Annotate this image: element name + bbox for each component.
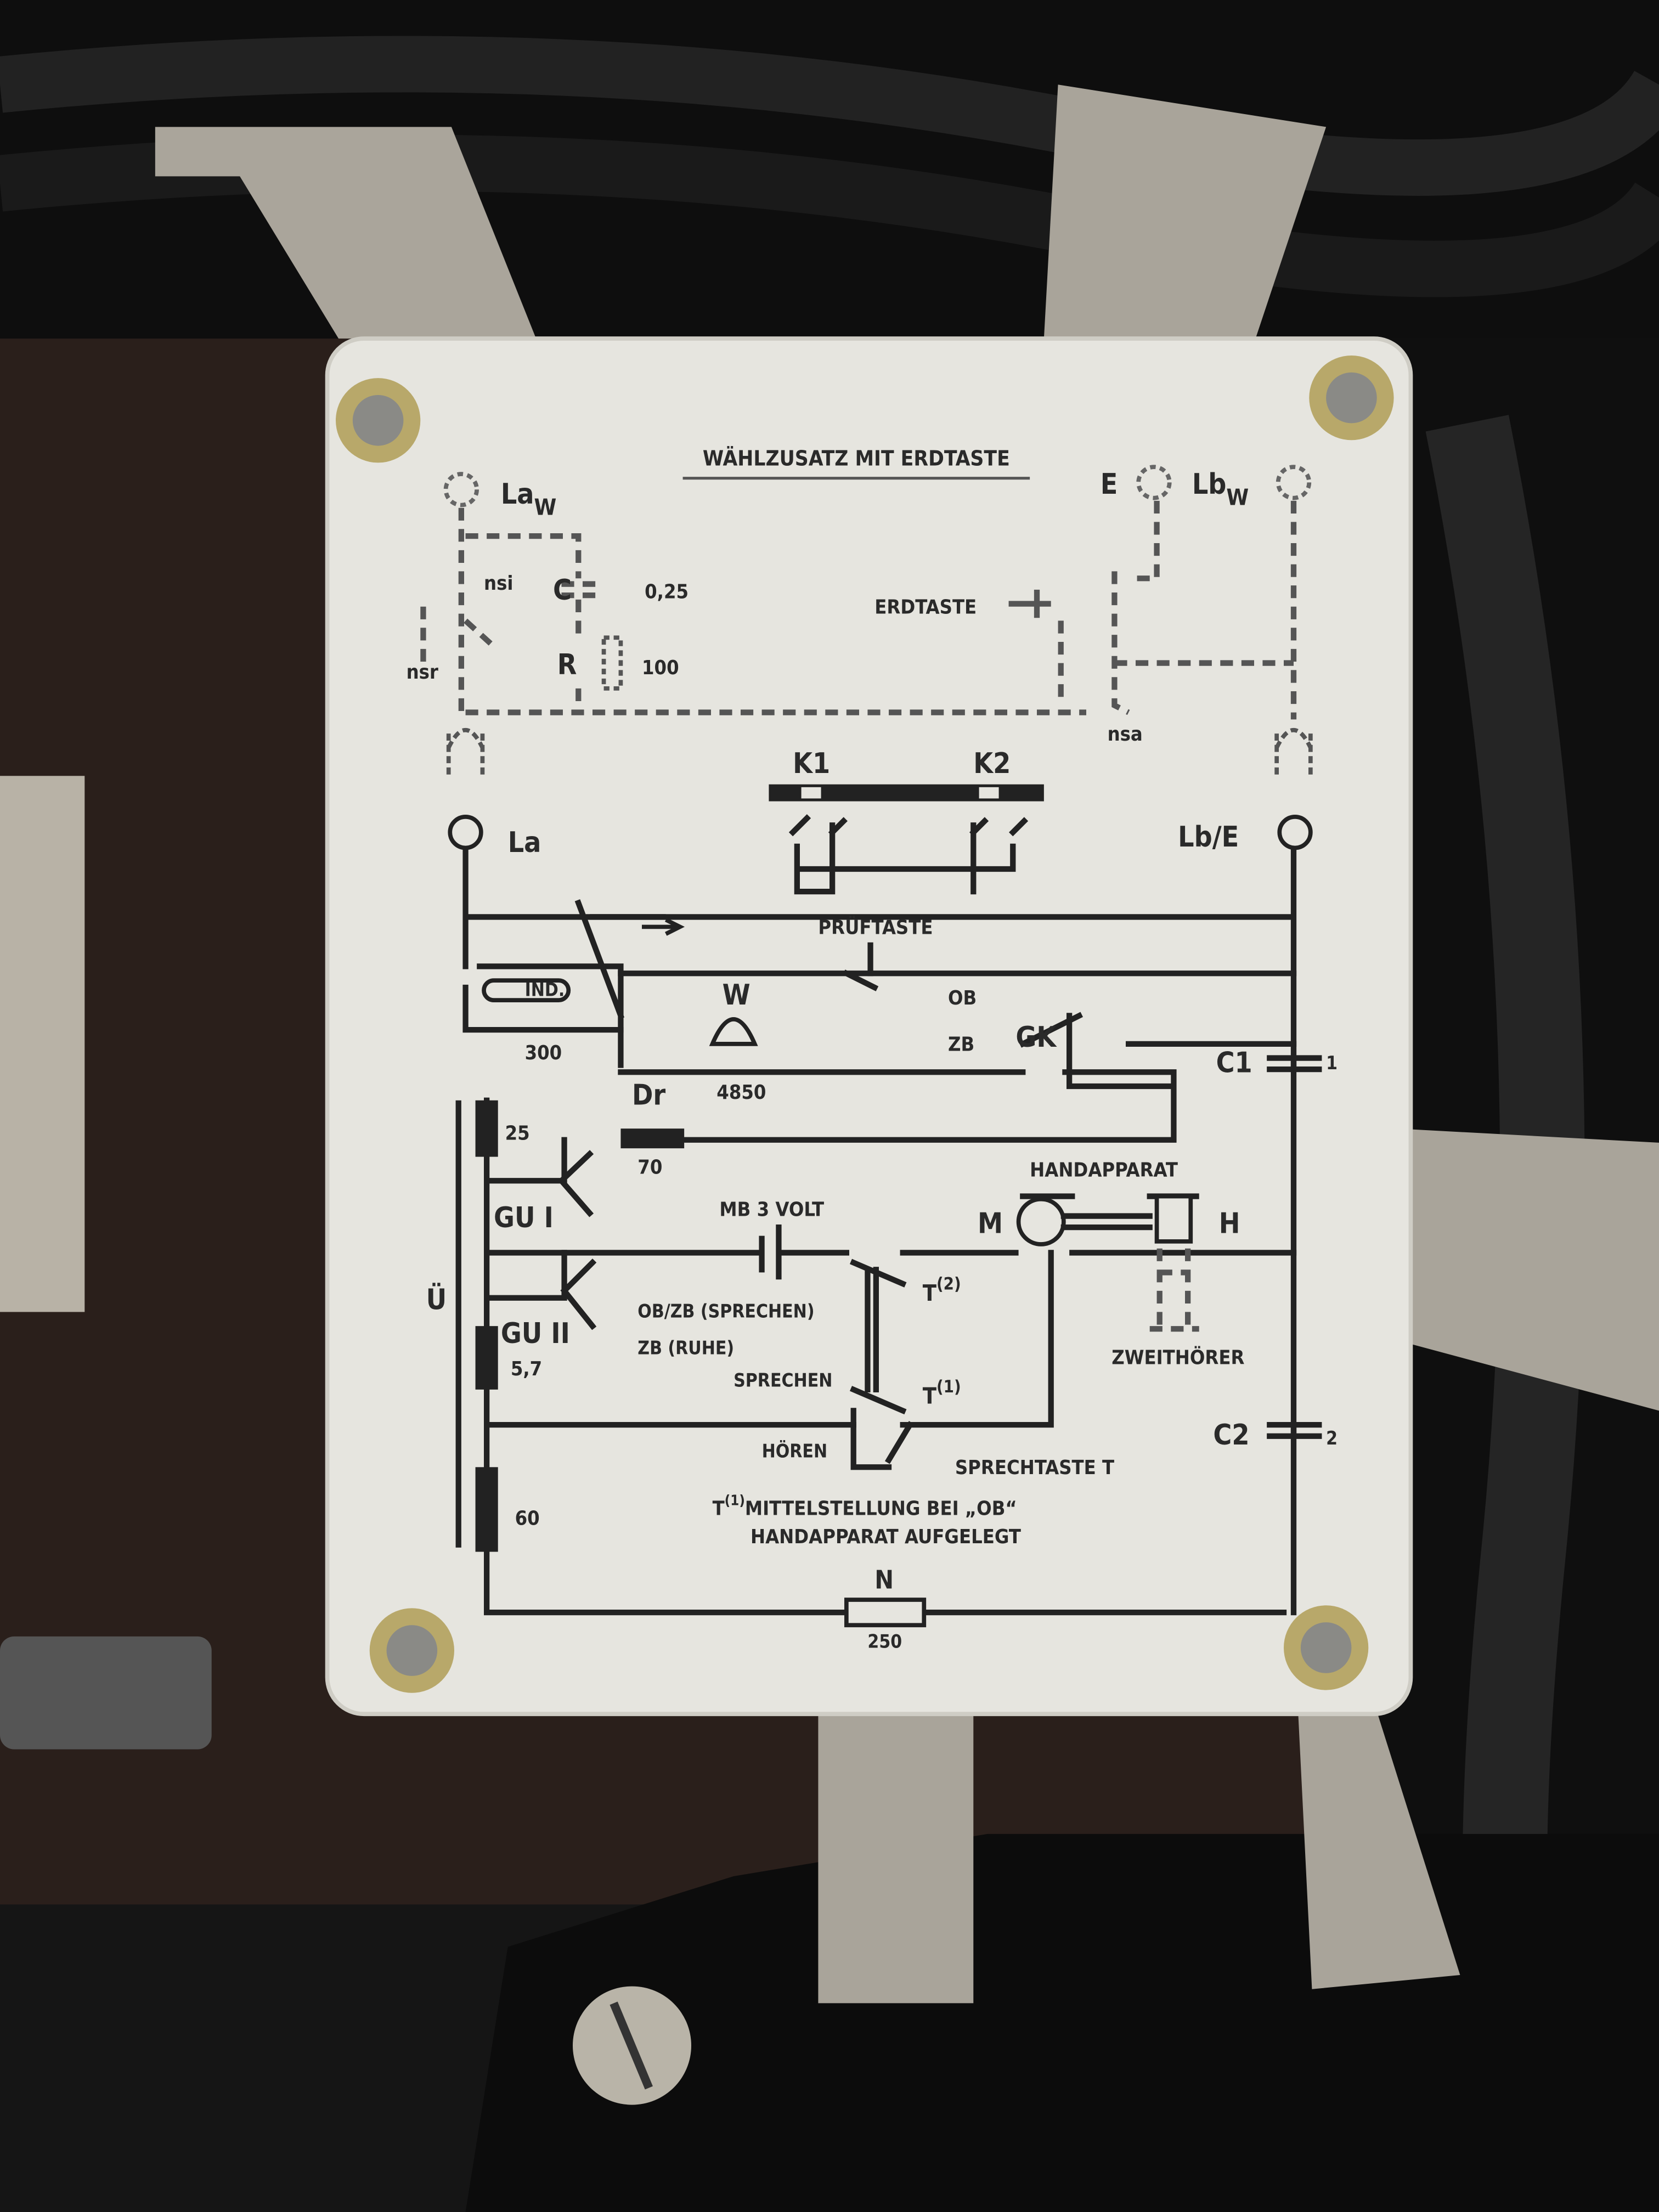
label-la-w: LaW: [501, 478, 556, 521]
label-gk: GK: [1015, 1021, 1057, 1054]
label-c1: C1: [1216, 1046, 1252, 1079]
label-zb: ZB: [948, 1034, 974, 1056]
circuit-diagram-plate: [325, 336, 1413, 1717]
label-la: La: [508, 826, 541, 859]
resistor-60: [475, 1467, 498, 1552]
label-k2: K2: [973, 747, 1011, 780]
label-w-value: 4850: [716, 1081, 766, 1104]
mounting-bracket-bottom: [818, 1707, 974, 2004]
mounting-bracket-right: [1396, 1128, 1659, 1411]
label-c1-value: 1: [1326, 1052, 1338, 1074]
label-h: H: [1219, 1207, 1240, 1240]
label-zb-ruhe: ZB (RUHE): [637, 1338, 734, 1359]
mounting-bracket-top-left: [155, 127, 537, 339]
resistor-25: [475, 1100, 498, 1157]
label-e: E: [1101, 468, 1118, 501]
label-r: R: [557, 648, 577, 681]
label-dr-value: 70: [637, 1156, 662, 1178]
resistor-n: [844, 1598, 927, 1628]
label-r-value: 100: [642, 657, 679, 679]
label-zweithoerer: ZWEITHÖRER: [1111, 1346, 1244, 1369]
label-t2: T(2): [923, 1274, 961, 1306]
arrow-icon: [642, 918, 685, 936]
mounting-bracket-top-right: [1043, 84, 1327, 339]
terminal-icon: [1276, 465, 1312, 500]
label-sprechen: SPRECHEN: [733, 1370, 832, 1391]
resistor-r: [601, 635, 623, 691]
label-m: M: [978, 1207, 1003, 1240]
label-lb-w: LbW: [1192, 468, 1249, 511]
earpiece-icon: [1154, 1194, 1193, 1244]
plug-icon: [1274, 728, 1313, 776]
resistor-5-7: [475, 1326, 498, 1390]
label-n: N: [874, 1565, 894, 1594]
dialing-attachment-circuit: [420, 465, 1313, 776]
screw-icon: [369, 1608, 454, 1693]
label-gu1: GU I: [494, 1201, 554, 1234]
label-handapparat: HANDAPPARAT: [1030, 1159, 1178, 1182]
label-r25: 25: [505, 1122, 530, 1145]
label-nsa: nsa: [1108, 723, 1143, 746]
label-ind-value: 300: [525, 1042, 562, 1064]
label-c-value: 0,25: [645, 580, 689, 603]
label-dr: Dr: [632, 1079, 665, 1111]
terminal-icon: [1136, 465, 1172, 500]
side-bracket: [0, 776, 85, 1312]
plate-title: WÄHLZUSATZ MIT ERDTASTE: [703, 445, 1010, 471]
erdtaste-button-icon: [1008, 589, 1051, 618]
microphone-icon: [1016, 1197, 1066, 1246]
label-r57: 5,7: [511, 1358, 542, 1380]
label-prueftaste: PRÜFTASTE: [818, 916, 933, 939]
label-ob: OB: [948, 987, 977, 1009]
label-erdtaste: ERDTASTE: [874, 596, 977, 619]
main-circuit-wires: [448, 784, 1322, 1628]
indicator-lamp-icon: [482, 978, 571, 1003]
ringer-w-icon: [709, 1017, 758, 1046]
label-n-value: 250: [867, 1630, 902, 1652]
plug-icon: [446, 728, 485, 776]
label-gu2: GU II: [501, 1317, 570, 1350]
label-ind: IND.: [525, 979, 565, 1000]
label-c: C: [553, 574, 572, 607]
label-r60: 60: [515, 1508, 540, 1530]
label-nsi: nsi: [484, 572, 513, 595]
label-k1: K1: [793, 747, 830, 780]
label-c2-value: 2: [1326, 1427, 1338, 1449]
label-nsr: nsr: [407, 661, 438, 684]
label-mb: MB 3 VOLT: [719, 1199, 824, 1221]
label-c2: C2: [1213, 1419, 1249, 1452]
label-w: W: [723, 979, 751, 1012]
choke-dr: [620, 1128, 685, 1149]
label-lb-e: Lb/E: [1178, 821, 1239, 854]
terminal-icon: [443, 472, 479, 507]
label-sprechtaste: SPRECHTASTE T: [955, 1457, 1114, 1479]
note-line-1: T(1)MITTELSTELLUNG BEI „OB“: [713, 1493, 1017, 1520]
note-line-2: HANDAPPARAT AUFGELEGT: [751, 1526, 1021, 1548]
label-ob-zb-sprechen: OB/ZB (SPRECHEN): [637, 1301, 814, 1322]
screw-icon: [1309, 356, 1394, 441]
screw-icon: [336, 378, 421, 463]
label-t1: T(1): [923, 1377, 961, 1409]
label-ue: Ü: [426, 1282, 447, 1316]
label-hoeren: HÖREN: [762, 1440, 828, 1462]
screw-icon: [1284, 1605, 1369, 1690]
